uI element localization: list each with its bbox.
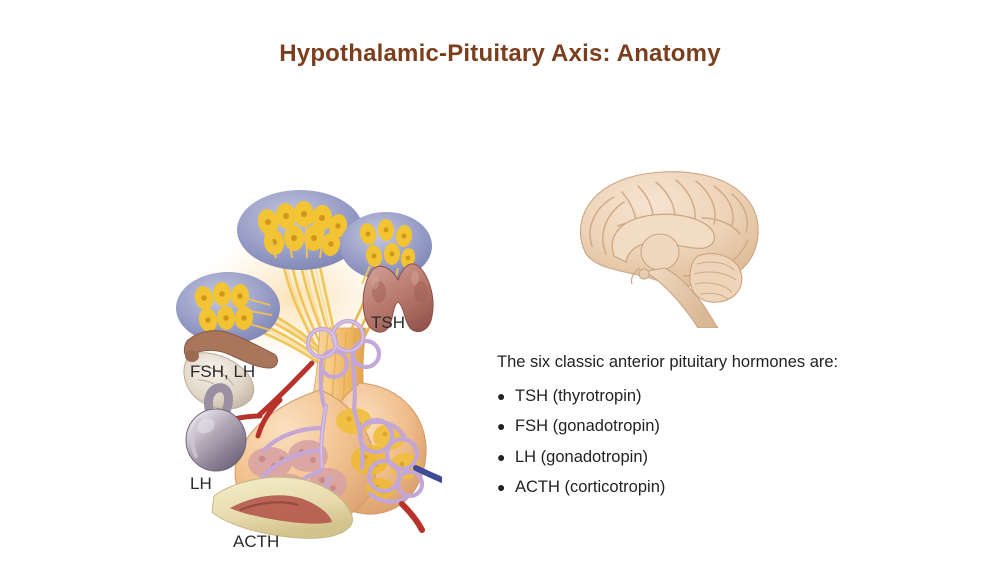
anatomy-label-acth: ACTH [233,532,280,551]
bullet-icon: ● [497,448,506,465]
ovary-uterus-organ [183,330,278,410]
cell-cluster-top [237,190,363,270]
page-title: Hypothalamic-Pituitary Axis: Anatomy [279,40,721,67]
list-item-label: FSH (gonadotropin) [515,417,660,436]
cerebellum-folia [693,261,737,300]
list-item: ● FSH (gonadotropin) [497,418,867,435]
neuron-cells-left [194,282,254,332]
list-item: ● TSH (thyrotropin) [497,388,867,405]
list-item-label: ACTH (corticotropin) [515,478,666,497]
cell-cluster-left [176,272,280,344]
sphenoid-bone-sella [211,476,353,539]
hypothalamic-pituitary-axis-figure [170,178,442,563]
thalamus [640,233,680,271]
bullet-icon: ● [497,479,506,496]
bullet-icon: ● [497,387,506,404]
list-item: ● LH (gonadotropin) [497,449,867,466]
optic-chiasm-line [630,267,641,285]
hormones-text-block: The six classic anterior pituitary hormo… [497,352,867,510]
portal-vessel-highlight [307,320,364,469]
pituitary-vessels-inferior [399,465,442,533]
midsagittal-brain-figure [552,168,782,328]
anatomy-label-tsh: TSH [371,313,405,332]
hormones-list: ● TSH (thyrotropin) ● FSH (gonadotropin)… [497,388,867,496]
brain-sagittal-svg [579,171,759,328]
pituitary-gland [211,318,442,539]
cell-cluster-right [340,212,432,287]
list-item-label: TSH (thyrotropin) [515,386,642,405]
anatomy-label-fsh-lh: FSH, LH [190,362,256,381]
thyroid-gland-organ [362,263,434,333]
list-item-label: LH (gonadotropin) [515,447,648,466]
testis-organ [185,383,247,472]
anatomy-label-lh: LH [190,474,212,493]
pituitary-nub [638,268,650,280]
hypothalamus-pituitary-diagram-svg [176,190,442,539]
bullet-icon: ● [497,418,506,435]
list-item: ● ACTH (corticotropin) [497,479,867,496]
hormones-lead-text: The six classic anterior pituitary hormo… [497,353,839,371]
